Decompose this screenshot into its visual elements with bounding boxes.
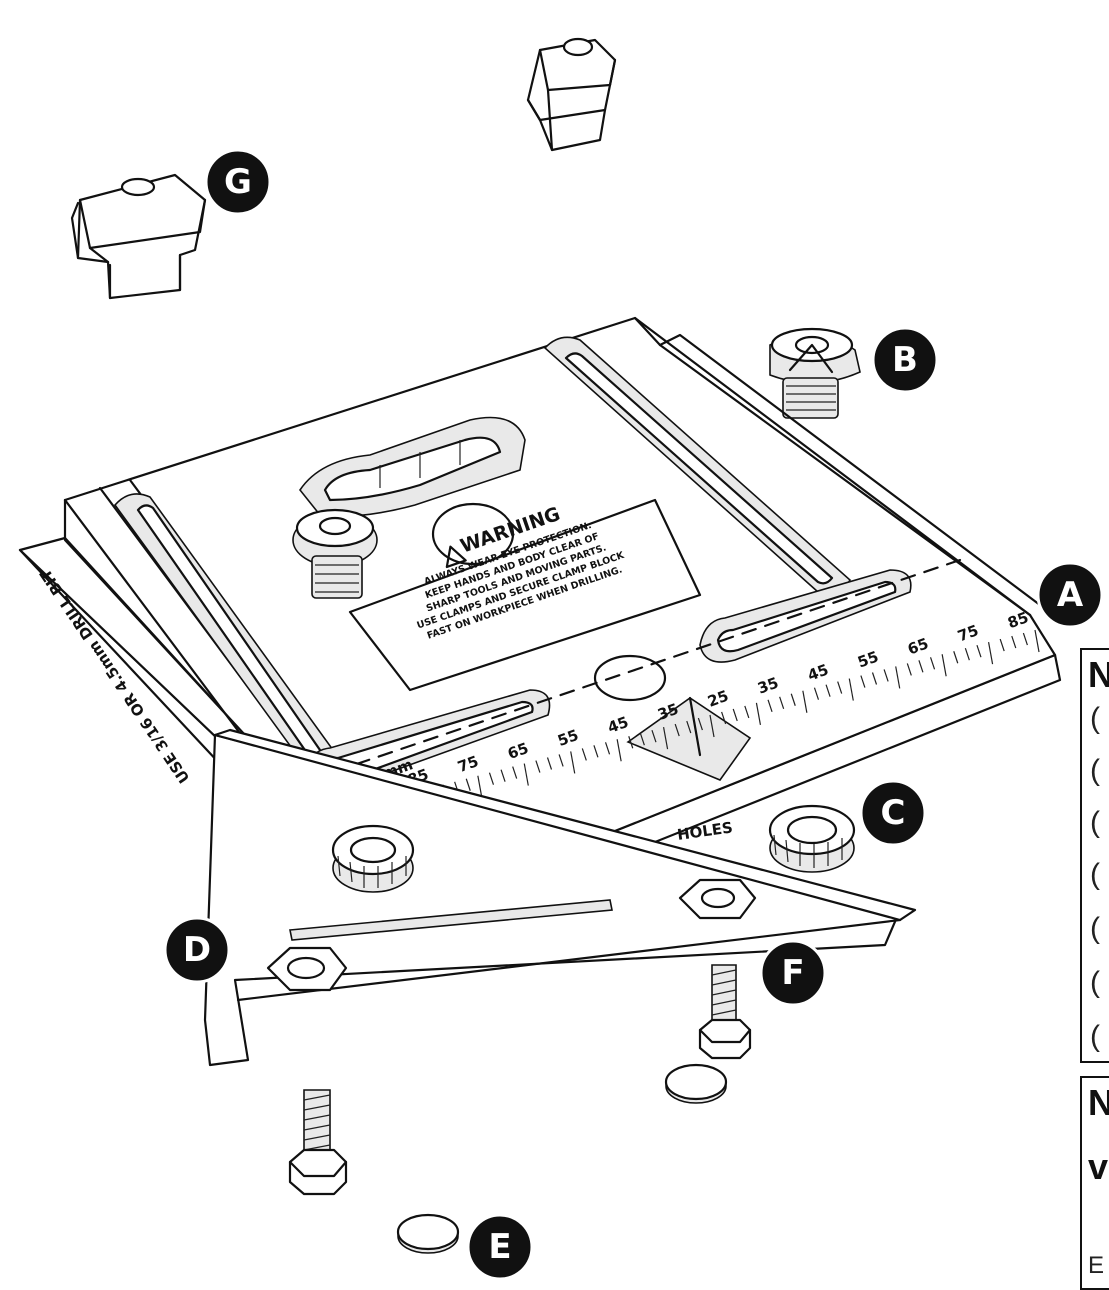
threaded-knob-b bbox=[769, 327, 861, 419]
svg-text:C: C bbox=[881, 793, 906, 833]
scale-tick bbox=[755, 702, 762, 725]
scale-tick bbox=[546, 757, 553, 770]
scale-tick bbox=[1011, 635, 1017, 649]
scale-tick bbox=[477, 775, 483, 798]
scale-tick bbox=[651, 729, 657, 743]
scale-tick bbox=[570, 751, 576, 774]
scale-tick bbox=[779, 696, 785, 709]
scale-tick bbox=[593, 745, 599, 758]
callout-d: D bbox=[163, 916, 231, 984]
scale-tick bbox=[906, 663, 912, 676]
scale-tick bbox=[790, 693, 796, 706]
callout-g: G bbox=[204, 148, 272, 216]
scale-tick bbox=[860, 675, 866, 688]
scale-tick bbox=[639, 733, 645, 746]
scale-tick bbox=[732, 708, 738, 722]
scale-tick bbox=[1034, 629, 1040, 653]
fence-bar-d: HOLES bbox=[203, 728, 917, 1067]
scale-tick bbox=[848, 678, 854, 701]
scale-tick bbox=[964, 648, 970, 661]
callout-f: F bbox=[759, 939, 827, 1007]
scale-tick bbox=[523, 763, 529, 786]
scale-tick bbox=[465, 778, 471, 791]
scale-tick bbox=[744, 705, 750, 719]
callout-b: B bbox=[871, 326, 939, 394]
bolt-left bbox=[288, 1089, 348, 1196]
callout-c: C bbox=[859, 779, 927, 847]
bolt-f bbox=[698, 964, 752, 1060]
scale-tick bbox=[686, 720, 692, 734]
disc-e-right bbox=[664, 1063, 728, 1104]
parts-list-panel: N ( ( ( ( ( ( ( bbox=[1080, 648, 1109, 1063]
scale-tick bbox=[883, 669, 889, 682]
scale-tick bbox=[628, 736, 634, 749]
scale-tick bbox=[535, 760, 541, 773]
scale-tick bbox=[697, 717, 703, 731]
scale-tick bbox=[953, 651, 959, 664]
scale-tick bbox=[999, 638, 1005, 652]
svg-text:B: B bbox=[892, 340, 918, 380]
scale-tick bbox=[512, 766, 518, 779]
scale-tick bbox=[976, 644, 982, 658]
scale-tick bbox=[709, 714, 715, 738]
svg-text:D: D bbox=[183, 930, 211, 970]
scale-tick bbox=[918, 660, 924, 673]
scale-tick bbox=[837, 681, 843, 694]
scale-tick bbox=[604, 742, 611, 755]
scale-tick bbox=[581, 748, 587, 761]
svg-text:A: A bbox=[1057, 575, 1084, 615]
parts-list-line-6: ( bbox=[1090, 966, 1100, 999]
scale-tick bbox=[558, 754, 564, 767]
scale-tick bbox=[813, 687, 820, 700]
svg-text:G: G bbox=[224, 162, 252, 202]
note-panel: N v E bbox=[1080, 1076, 1109, 1290]
scale-tick bbox=[488, 772, 495, 785]
scale-tick bbox=[871, 672, 878, 685]
parts-list-line-2: ( bbox=[1090, 754, 1100, 787]
scale-tick bbox=[929, 657, 936, 670]
scale-tick bbox=[500, 769, 506, 782]
note-body: E bbox=[1088, 1252, 1105, 1279]
parts-list-line-1: ( bbox=[1090, 702, 1100, 735]
scale-tick bbox=[662, 727, 669, 750]
svg-text:F: F bbox=[781, 953, 804, 993]
parts-list-line-4: ( bbox=[1090, 858, 1100, 891]
scale-tick bbox=[895, 666, 901, 689]
knob-top bbox=[526, 37, 617, 152]
scale-tick bbox=[987, 642, 994, 665]
scale-tick bbox=[721, 711, 727, 725]
note-heading-line-2: v bbox=[1088, 1146, 1109, 1187]
scale-tick bbox=[674, 723, 680, 737]
plate-knob bbox=[292, 508, 378, 599]
scale-tick bbox=[825, 684, 831, 697]
parts-list-heading: N bbox=[1088, 654, 1109, 695]
scale-tick bbox=[802, 690, 808, 713]
callout-e: E bbox=[466, 1213, 534, 1281]
knurled-nut-c bbox=[768, 804, 856, 873]
scale-tick bbox=[1022, 632, 1028, 646]
parts-list-line-3: ( bbox=[1090, 806, 1100, 839]
disc-e-left bbox=[396, 1213, 460, 1254]
callout-a: A bbox=[1036, 561, 1104, 629]
knob-left bbox=[70, 173, 207, 300]
scale-tick bbox=[941, 654, 947, 677]
svg-text:E: E bbox=[488, 1227, 511, 1267]
parts-list-line-5: ( bbox=[1090, 912, 1100, 945]
scale-tick bbox=[767, 699, 773, 713]
note-heading-line-1: N bbox=[1088, 1082, 1109, 1123]
parts-list-line-7: ( bbox=[1090, 1020, 1100, 1053]
scale-tick bbox=[616, 739, 622, 762]
